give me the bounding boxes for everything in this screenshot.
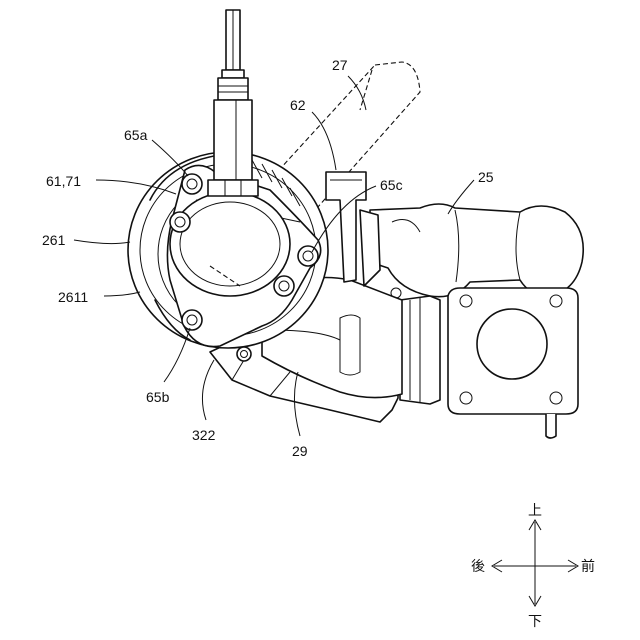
- label-65a: 65a: [124, 127, 148, 143]
- inner-bore: [170, 192, 290, 296]
- direction-indicator: 上 下 後 前: [471, 503, 595, 630]
- label-65c: 65c: [380, 177, 403, 193]
- manifold-25: [370, 204, 583, 297]
- label-27: 27: [332, 57, 348, 73]
- label-25: 25: [478, 169, 494, 185]
- label-29: 29: [292, 443, 308, 459]
- label-261: 261: [42, 232, 66, 248]
- sensor-rod: [208, 10, 258, 196]
- label-65b: 65b: [146, 389, 170, 405]
- direction-down-label: 下: [528, 614, 542, 630]
- outlet-flange: [391, 288, 578, 438]
- part-62: [326, 172, 380, 286]
- label-2611: 2611: [58, 289, 88, 305]
- label-322: 322: [192, 427, 216, 443]
- direction-rear-label: 後: [471, 559, 485, 575]
- direction-up-label: 上: [528, 503, 542, 519]
- label-61-71: 61,71: [46, 173, 81, 189]
- direction-front-label: 前: [581, 558, 595, 575]
- label-62: 62: [290, 97, 306, 113]
